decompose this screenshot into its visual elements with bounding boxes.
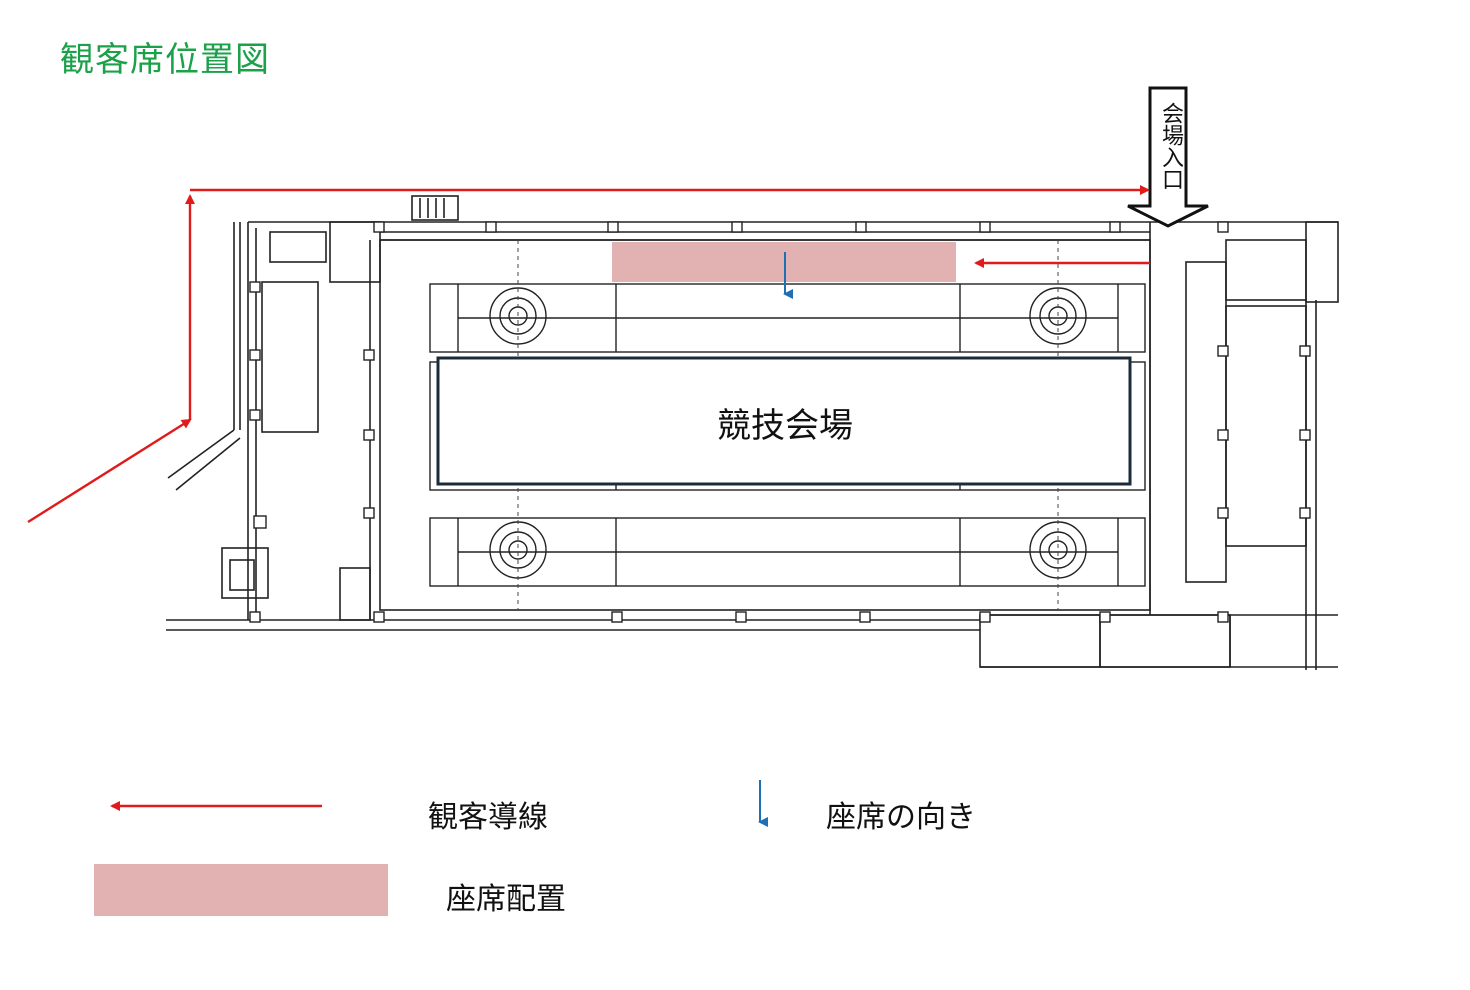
legend-route-label: 観客導線 bbox=[428, 800, 548, 835]
columns bbox=[249, 221, 1311, 623]
legend-seat-area-swatch bbox=[94, 864, 388, 916]
venue-label: 競技会場 bbox=[717, 405, 853, 446]
building-walls bbox=[166, 195, 1339, 670]
venue-box bbox=[436, 356, 1132, 486]
entrance-arrow bbox=[1127, 86, 1209, 228]
page-title: 観客席位置図 bbox=[60, 40, 270, 80]
legend-seat-direction-label: 座席の向き bbox=[826, 800, 976, 835]
legend-seat-area-label: 座席配置 bbox=[446, 882, 566, 917]
audience-route bbox=[27, 185, 1150, 524]
entrance-label: 会場入口 bbox=[1158, 102, 1183, 190]
